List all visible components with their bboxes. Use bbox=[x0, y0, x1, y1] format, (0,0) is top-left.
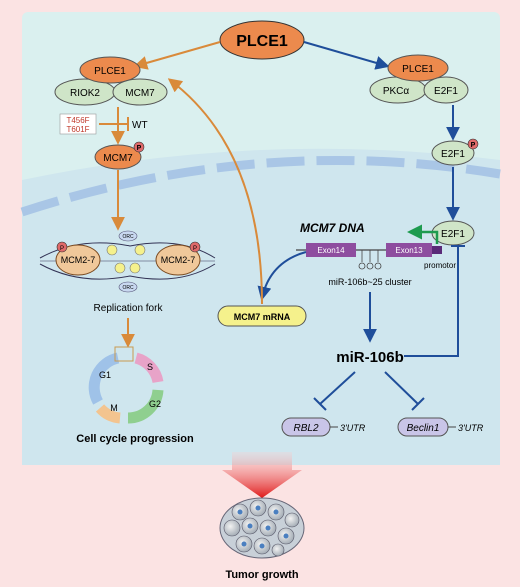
dna-title: MCM7 DNA bbox=[300, 221, 365, 235]
wt-label: WT bbox=[132, 120, 148, 131]
cell-cycle-wheel bbox=[88, 346, 164, 424]
exon14-label: Exon14 bbox=[317, 246, 345, 255]
inhibit-rbl2-line bbox=[319, 371, 356, 405]
mutation-box bbox=[59, 113, 97, 135]
beclin1-utr: 3'UTR bbox=[458, 423, 484, 433]
phospho-mark-mcm7 bbox=[133, 141, 145, 153]
beclin1-label: Beclin1 bbox=[407, 423, 440, 434]
mirna-hairpins bbox=[358, 250, 382, 270]
mutation-t456f: T456F bbox=[66, 116, 89, 125]
plce1-right-label: PLCE1 bbox=[402, 64, 434, 75]
phospho-mark-e2f1-label: P bbox=[471, 142, 476, 149]
phospho-mark-e2f1 bbox=[467, 138, 479, 150]
mcm2-7-left-label: MCM2-7 bbox=[61, 255, 96, 265]
cluster-label: miR-106b~25 cluster bbox=[328, 277, 411, 287]
exon13-label: Exon13 bbox=[395, 246, 423, 255]
riok2-label: RIOK2 bbox=[70, 88, 100, 99]
mutation-t601f: T601F bbox=[66, 125, 89, 134]
plce1-top-node bbox=[219, 20, 305, 60]
inhibition-mirna-e2f1-line bbox=[404, 246, 459, 357]
tumor-growth-arrow bbox=[222, 452, 302, 498]
phase-m: M bbox=[110, 403, 118, 413]
exon13-box bbox=[386, 243, 432, 257]
mcm2-7-right-label: MCM2-7 bbox=[161, 255, 196, 265]
e2f1-phospho-node bbox=[431, 140, 475, 166]
mcm7-complex-node bbox=[112, 78, 168, 106]
phase-s: S bbox=[147, 362, 153, 372]
arrow-plce1-to-right bbox=[303, 41, 390, 70]
nuclear-membrane bbox=[20, 155, 501, 217]
arrow-plce1-to-left bbox=[133, 41, 221, 70]
promoter-label: promotor bbox=[424, 261, 456, 270]
inhibit-rbl2-bar bbox=[313, 397, 327, 411]
arrow-mrna-to-mcm7 bbox=[167, 78, 263, 305]
e2f1-phospho-label: E2F1 bbox=[441, 149, 465, 160]
exon14-box bbox=[306, 243, 356, 257]
phase-g2: G2 bbox=[149, 399, 161, 409]
promoter-arrow bbox=[407, 224, 439, 244]
e2f1-complex-node bbox=[423, 76, 469, 104]
mcm7-mrna-node bbox=[217, 305, 307, 327]
mcm7-complex-label: MCM7 bbox=[125, 88, 155, 99]
promoter-box bbox=[432, 246, 442, 254]
replication-fork-graphic bbox=[39, 230, 216, 293]
mcm7-phospho-label: MCM7 bbox=[103, 153, 133, 164]
orc-top-label: ORC bbox=[122, 234, 134, 240]
e2f1-nuclear-label: E2F1 bbox=[441, 229, 465, 240]
plce1-top-label: PLCE1 bbox=[236, 33, 288, 50]
arrow-dna-to-mrna bbox=[257, 251, 307, 301]
plce1-left-node bbox=[79, 56, 141, 84]
phase-g1: G1 bbox=[99, 370, 111, 380]
rbl2-label: RBL2 bbox=[293, 423, 318, 434]
phospho-mark-fork-left: P bbox=[60, 246, 64, 252]
rbl2-utr: 3'UTR bbox=[340, 423, 366, 433]
mirna-label: miR-106b bbox=[336, 349, 404, 366]
e2f1-complex-label: E2F1 bbox=[434, 86, 458, 97]
plce1-right-node bbox=[387, 54, 449, 82]
mcm7-mrna-label: MCM7 mRNA bbox=[234, 312, 291, 322]
mcm7-phospho-node bbox=[94, 144, 142, 170]
plce1-left-label: PLCE1 bbox=[94, 66, 126, 77]
replication-fork-label: Replication fork bbox=[94, 303, 164, 314]
inhibit-beclin1-bar bbox=[411, 397, 425, 411]
tumor-cell-cluster bbox=[219, 497, 305, 559]
cell-cycle-label: Cell cycle progression bbox=[76, 433, 194, 445]
orc-bottom-label: ORC bbox=[122, 285, 134, 291]
phospho-mark-mcm7-label: P bbox=[137, 145, 142, 152]
pkc-label: PKCα bbox=[383, 86, 410, 97]
tumor-growth-label: Tumor growth bbox=[225, 569, 298, 581]
inhibit-beclin1-line bbox=[384, 371, 419, 405]
phospho-mark-fork-right: P bbox=[193, 246, 197, 252]
